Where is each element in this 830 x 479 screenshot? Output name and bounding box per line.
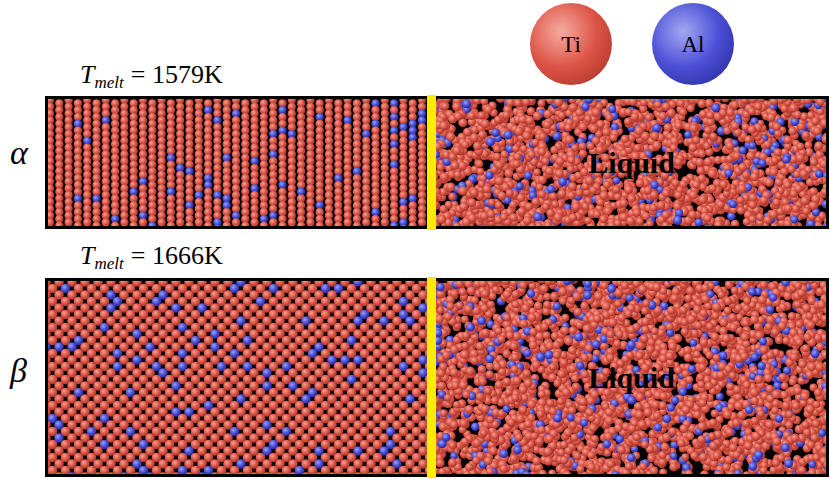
ti-atom xyxy=(55,222,63,226)
ti-atom xyxy=(65,218,73,226)
al-atom xyxy=(362,225,370,226)
ti-atom xyxy=(325,218,333,226)
ti-atom xyxy=(158,225,166,226)
ti-atom xyxy=(418,218,426,226)
ti-atom xyxy=(185,222,193,226)
ti-atom xyxy=(297,222,305,226)
ti-atom xyxy=(251,218,259,226)
al-atom xyxy=(436,150,440,158)
ti-atom xyxy=(102,225,110,226)
al-atom xyxy=(390,222,398,226)
ti-atom xyxy=(74,222,82,226)
ti-atom xyxy=(496,99,505,102)
ti-atom xyxy=(316,222,324,226)
ti-atom xyxy=(83,218,91,226)
ti-atom xyxy=(381,218,389,226)
alpha-panel-ground xyxy=(47,98,828,228)
ti-atom xyxy=(48,218,54,226)
ti-atom xyxy=(213,225,221,226)
ti-atom xyxy=(139,225,147,226)
ti-atom xyxy=(260,222,268,226)
ti-atom xyxy=(353,222,361,226)
ti-atom xyxy=(288,225,296,226)
ti-atom xyxy=(232,225,240,226)
ti-atom xyxy=(269,218,277,226)
al-atom xyxy=(399,218,407,226)
ti-atom xyxy=(288,218,296,226)
alpha-crystal xyxy=(48,99,427,226)
ti-atom xyxy=(344,225,352,226)
ti-atom xyxy=(48,225,54,226)
ti-atom xyxy=(176,225,184,226)
ti-atom xyxy=(802,207,810,215)
al-atom xyxy=(65,225,73,226)
ti-atom xyxy=(232,218,240,226)
beta-panel-ground xyxy=(47,280,828,476)
ti-atom xyxy=(399,225,407,226)
ti-atom xyxy=(139,218,147,226)
al-atom xyxy=(213,218,221,226)
ti-atom xyxy=(111,222,119,226)
ti-atom xyxy=(83,225,91,226)
ti-atom xyxy=(102,218,110,226)
ti-atom xyxy=(176,218,184,226)
ti-atom xyxy=(325,225,333,226)
ti-atom xyxy=(251,225,259,226)
al-atom xyxy=(269,225,277,226)
ti-atom xyxy=(763,140,771,148)
ti-atom xyxy=(278,222,286,226)
ti-atom xyxy=(804,141,812,149)
ti-atom xyxy=(409,222,417,226)
ti-atom xyxy=(241,222,249,226)
ti-atom xyxy=(195,225,203,226)
ti-atom xyxy=(120,218,128,226)
ti-atom xyxy=(130,222,138,226)
ti-atom xyxy=(673,216,682,225)
ti-atom xyxy=(158,218,166,226)
al-atom xyxy=(418,225,426,226)
ti-atom xyxy=(204,222,212,226)
ti-atom xyxy=(731,220,740,226)
ti-atom xyxy=(696,159,705,168)
ti-atom xyxy=(195,218,203,226)
ti-atom xyxy=(774,130,782,138)
ti-atom xyxy=(167,222,175,226)
ti-atom xyxy=(306,225,314,226)
ti-atom xyxy=(344,218,352,226)
ti-atom xyxy=(92,222,100,226)
ti-atom xyxy=(306,218,314,226)
al-atom xyxy=(148,222,156,226)
ti-atom xyxy=(223,222,231,226)
ti-atom xyxy=(371,222,379,226)
ti-atom xyxy=(120,225,128,226)
ti-atom xyxy=(381,225,389,226)
ti-atom xyxy=(362,218,370,226)
ti-atom xyxy=(334,222,342,226)
alpha-liquid xyxy=(436,99,826,226)
